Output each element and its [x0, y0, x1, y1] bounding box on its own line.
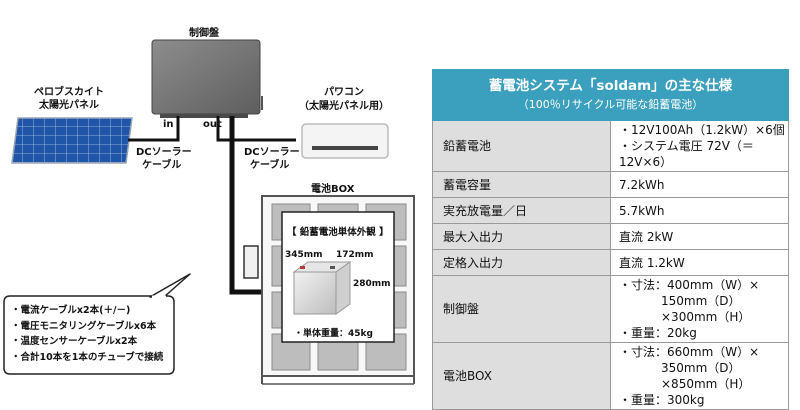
battery-illustration	[292, 261, 352, 315]
panel-label-line1: ペロブスカイト	[34, 87, 104, 98]
pcs-label: パワコン （太陽光パネル用）	[286, 86, 402, 114]
cable-label-2-line2: ケーブル	[250, 160, 290, 171]
spec-value: 直流 2kW	[610, 223, 789, 250]
spec-key: 最大入出力	[432, 223, 611, 250]
battery-weight-label: ・単体重量：45kg	[294, 329, 373, 339]
spec-title: 蓄電池システム「soldam」の主な仕様	[488, 77, 733, 94]
spec-value: 7.2kWh	[610, 171, 789, 198]
cable-note: ・合計10本を1本のチューブで接続	[11, 351, 164, 363]
spec-value-line: 150mm（D）×300mm（H）	[661, 294, 751, 324]
pcs-cable	[216, 116, 296, 142]
spec-value: ・12V100Ah（1.2kW）×6個 ・システム電圧 72V（＝12V×6）	[610, 120, 789, 172]
spec-header: 蓄電池システム「soldam」の主な仕様 （100％リサイクル可能な鉛蓄電池）	[432, 69, 789, 121]
controller-box	[151, 39, 263, 118]
table-row: 制御盤 ・寸法：400mm（W）× 150mm（D）×300mm（H） ・重量：…	[432, 275, 789, 343]
dim-depth-label: 172mm	[336, 250, 374, 260]
spec-value: ・寸法：660mm（W）× 350mm（D）×850mm（H） ・重量：300k…	[610, 342, 789, 410]
spec-subtitle: （100％リサイクル可能な鉛蓄電池）	[517, 97, 704, 111]
spec-value-line: ・重量：20kg	[619, 326, 697, 340]
pcs-label-line2: （太陽光パネル用）	[299, 101, 389, 112]
cable-label-2-line1: DCソーラー	[244, 147, 300, 158]
panel-label-line2: 太陽光パネル	[39, 100, 99, 111]
spec-value-line: ・寸法：660mm（W）×	[619, 345, 760, 359]
cable-notes: ・電流ケーブルx2本(＋/－) ・電圧モニタリングケーブルx6本 ・温度センサー…	[11, 303, 163, 365]
cable-label-1-line2: ケーブル	[142, 160, 182, 171]
battery-box-label: 電池BOX	[311, 184, 355, 195]
spec-value-line: ・12V100Ah（1.2kW）×6個	[619, 123, 785, 137]
table-row: 最大入出力 直流 2kW	[432, 223, 789, 250]
cable-note: ・電流ケーブルx2本(＋/－)	[11, 305, 131, 316]
controller-label: 制御盤	[189, 28, 219, 39]
cable-label-2: DCソーラー ケーブル	[244, 146, 300, 172]
cable-note: ・電圧モニタリングケーブルx6本	[11, 320, 157, 332]
port-in-label: in	[163, 119, 174, 130]
solar-panel	[11, 117, 133, 164]
battery-inset-title: 【 鉛蓄電池単体外観 】	[287, 227, 389, 238]
spec-value-line: ・重量：300kg	[619, 393, 705, 407]
spec-value-line: 5.7kWh	[619, 203, 665, 218]
spec-value: ・寸法：400mm（W）× 150mm（D）×300mm（H） ・重量：20kg	[610, 275, 789, 343]
table-row: 蓄電容量 7.2kWh	[432, 171, 789, 198]
battery-cable	[229, 116, 270, 295]
table-row: 鉛蓄電池 ・12V100Ah（1.2kW）×6個 ・システム電圧 72V（＝12…	[432, 120, 789, 172]
solar-cable	[128, 116, 180, 142]
spec-key: 鉛蓄電池	[432, 120, 611, 172]
spec-key: 実充放電量／日	[432, 197, 611, 224]
spec-value-line: 直流 1.2kW	[619, 255, 685, 270]
table-row: 電池BOX ・寸法：660mm（W）× 350mm（D）×850mm（H） ・重…	[432, 342, 789, 410]
spec-key: 蓄電容量	[432, 171, 611, 198]
dim-width-label: 345mm	[285, 250, 323, 260]
spec-header-row: 蓄電池システム「soldam」の主な仕様 （100％リサイクル可能な鉛蓄電池）	[432, 69, 789, 121]
power-conditioner	[301, 123, 389, 159]
port-out-label: out	[203, 119, 222, 130]
spec-key: 電池BOX	[432, 342, 611, 410]
spec-key: 制御盤	[432, 275, 611, 343]
spec-value-line: 350mm（D）×850mm（H）	[661, 361, 751, 391]
cable-label-1: DCソーラー ケーブル	[136, 146, 192, 172]
spec-value-line: ・寸法：400mm（W）×	[619, 278, 760, 292]
cable-callout	[3, 273, 191, 375]
cable-note: ・温度センサーケーブルx2本	[11, 336, 138, 347]
pcs-label-line1: パワコン	[324, 87, 364, 98]
dim-height-label: 280mm	[353, 279, 391, 289]
spec-key: 定格入出力	[432, 249, 611, 276]
system-diagram	[3, 39, 415, 385]
table-row: 定格入出力 直流 1.2kW	[432, 249, 789, 276]
spec-value-line: 7.2kWh	[619, 177, 665, 192]
spec-value-line: ・システム電圧 72V（＝12V×6）	[619, 139, 754, 169]
spec-value-line: 直流 2kW	[619, 229, 674, 244]
panel-label: ペロブスカイト 太陽光パネル	[14, 86, 124, 112]
spec-value: 5.7kWh	[610, 197, 789, 224]
table-row: 実充放電量／日 5.7kWh	[432, 197, 789, 224]
spec-value: 直流 1.2kW	[610, 249, 789, 276]
cable-label-1-line1: DCソーラー	[136, 147, 192, 158]
spec-table: 蓄電池システム「soldam」の主な仕様 （100％リサイクル可能な鉛蓄電池） …	[432, 69, 789, 410]
